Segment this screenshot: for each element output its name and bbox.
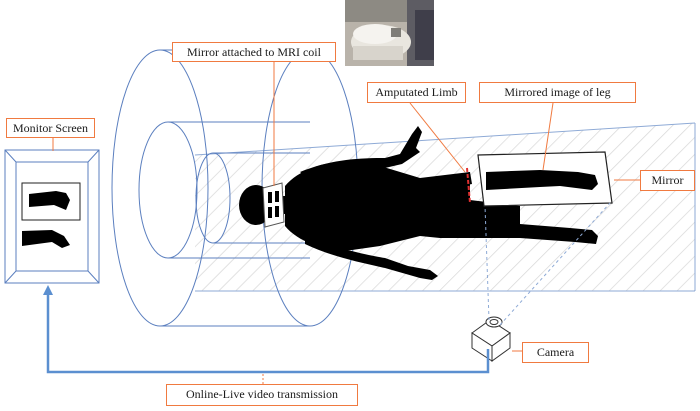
mirror-panel [477,151,613,207]
label-camera: Camera [522,342,589,363]
label-transmission: Online-Live video transmission [166,384,358,406]
transmission-line [43,285,490,374]
monitor-leg-image-bottom [22,230,70,248]
label-mirror-coil: Mirror attached to MRI coil [172,42,336,62]
mri-scanner-photo [345,0,434,66]
camera-icon [471,316,511,362]
mirrored-leg-image [486,170,598,190]
label-mirrored-image: Mirrored image of leg [479,82,636,103]
coil-mirror [262,182,285,228]
monitor-icon [4,149,100,284]
callout-connectors [52,58,640,384]
label-mirror: Mirror [640,170,695,191]
monitor-leg-image-top [29,191,70,210]
label-amputated-limb: Amputated Limb [367,82,466,103]
camera-view-lines [484,202,611,326]
label-monitor-screen: Monitor Screen [6,118,95,138]
patient-silhouette [239,126,598,280]
